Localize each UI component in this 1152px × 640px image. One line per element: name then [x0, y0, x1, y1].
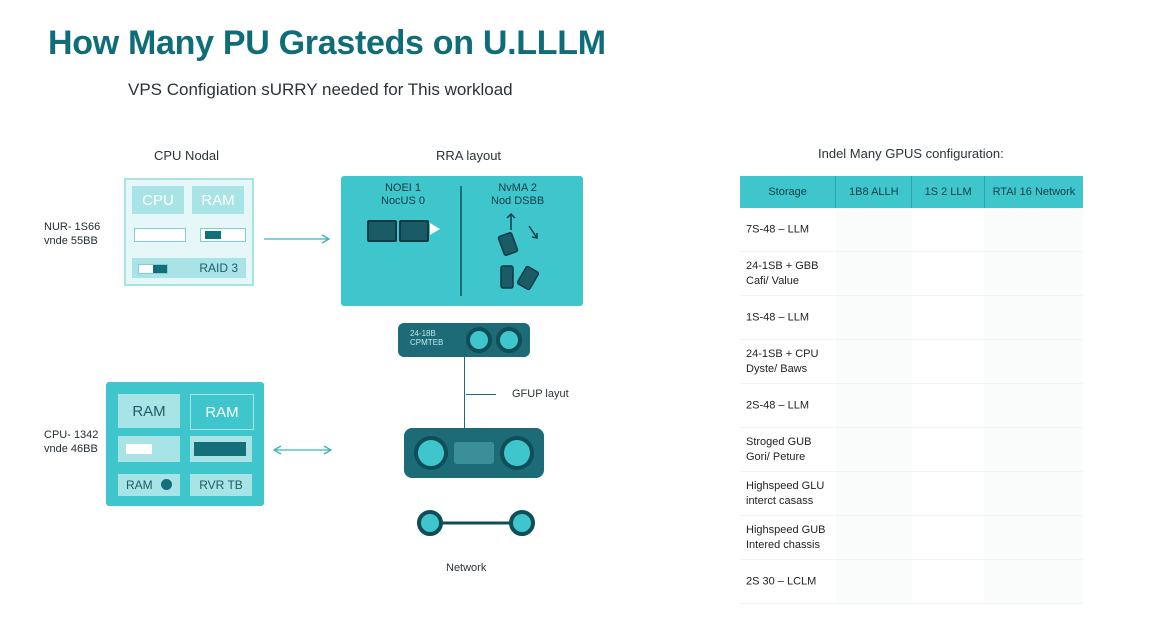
memory-slot	[200, 228, 246, 242]
cpu-node-side-label: NUR- 1S66 vnde 55BB	[44, 220, 100, 248]
network-label: Network	[446, 562, 487, 574]
table-cell-line: 24-1SB + GBB	[746, 259, 819, 272]
gpu-layout-label: GFUP layut	[512, 388, 569, 400]
table-cell-line: Highspeed GUB	[746, 523, 826, 536]
table-header-cell: 1B8 ALLH	[836, 176, 913, 208]
ram-node-side-label: CPU- 1342 vnde 46BB	[44, 428, 98, 456]
connector-line	[466, 394, 496, 395]
arrow-right-icon	[264, 234, 331, 244]
page-subtitle: VPS Configiаtion ѕURRY needed for This w…	[128, 80, 513, 99]
table-cell-line: 1S-48 – LLM	[746, 311, 809, 323]
memory-module	[399, 220, 429, 242]
cpu-node-diagram: CPU RAM RAID 3	[124, 178, 254, 286]
ram-chip: RAM	[118, 394, 180, 428]
gpu-fan-icon	[414, 436, 448, 470]
numa-label-line: NOEI 1	[384, 182, 422, 194]
table-cell-line: Dyste/ Baws	[746, 362, 808, 375]
cpu-node-caption: CPU Nodal	[154, 148, 220, 163]
table-row: 2S-48 – LLM	[740, 384, 1083, 428]
table-cell-line: 24-1SB + CPU	[746, 347, 819, 360]
gpu-fan-icon	[500, 436, 534, 470]
table-cell-line: Highspeed GLU	[746, 479, 825, 492]
play-arrow-icon	[430, 223, 440, 235]
gpu-module-label-line: CPMTEB	[410, 338, 444, 347]
table-row: 7S-48 – LLM	[740, 208, 1083, 252]
table-cell-line: 7S-48 – LLM	[746, 223, 809, 235]
numa-divider	[460, 186, 462, 296]
memory-module	[367, 220, 397, 242]
side-label-line: vnde 55BB	[44, 235, 98, 247]
table-row: 2S 30 – LCLM	[740, 560, 1083, 604]
ram-node-diagram: RAM RAM RAM RVR TB	[106, 382, 264, 506]
gpu-connectors-icon	[497, 212, 540, 291]
table-cell-line: Gori/ Peture	[746, 450, 806, 463]
table-cell: 1S-48 – LLM	[746, 310, 809, 325]
numa-node-right-label: NvMA 2 Nod DSBB	[491, 182, 544, 208]
table-cell: Stroged GUB Gori/ Peture	[746, 435, 811, 465]
side-label-line: NUR- 1S66	[44, 221, 101, 233]
table-title: Indel Many GPUS configuration:	[818, 146, 1004, 161]
table-cell: 2S 30 – LCLM	[746, 574, 816, 589]
numa-label-line: Nod DSBB	[491, 195, 545, 207]
cpu-chip: CPU	[132, 186, 184, 214]
gpu-module-top: 24-18B CPMTEB	[398, 323, 530, 357]
status-dot-icon	[161, 479, 172, 490]
table-cell-line: interct casass	[746, 494, 814, 507]
numa-label-line: NocUS 0	[381, 195, 426, 207]
table-header-row: Storage 1B8 ALLH 1S 2 LLM RTAI 16 Networ…	[740, 176, 1083, 208]
table-cell-line: 2S 30 – LCLM	[746, 575, 817, 587]
table-cell: Highspeed GLU interct casass	[746, 479, 824, 509]
table-header-cell: RTAI 16 Network	[984, 176, 1083, 208]
raid-slot	[138, 264, 168, 274]
table-row: 1S-48 – LLM	[740, 296, 1083, 340]
gpu-fan-icon	[466, 327, 492, 353]
page-title: How Many PU Grasteds on U.LLLM	[48, 24, 606, 62]
bidirectional-arrow-icon	[272, 445, 333, 455]
table-cell-line: Intered chassis	[746, 538, 820, 551]
memory-slot	[134, 228, 186, 242]
table-header-cell: 1S 2 LLM	[912, 176, 985, 208]
table-cell-line: 2S-48 – LLM	[746, 399, 809, 411]
gpu-config-table: Storage 1B8 ALLH 1S 2 LLM RTAI 16 Networ…	[740, 176, 1083, 604]
table-row: Highspeed GLU interct casass	[740, 472, 1083, 516]
raid-label: RAID 3	[199, 261, 238, 275]
gpu-module-label-line: 24-18B	[410, 329, 436, 338]
memory-slot	[190, 436, 252, 462]
network-link-icon	[417, 510, 535, 536]
table-cell-line: Cafi/ Value	[746, 274, 799, 287]
memory-slot	[118, 436, 180, 462]
table-cell: 24-1SB + GBB Cafi/ Value	[746, 259, 818, 289]
ram-chip: RAM	[190, 394, 254, 430]
connector-line	[464, 357, 465, 428]
table-cell: 24-1SB + CPU Dyste/ Baws	[746, 347, 818, 377]
table-row: Stroged GUB Gori/ Peture	[740, 428, 1083, 472]
table-row: 24-1SB + GBB Cafi/ Value	[740, 252, 1083, 296]
numa-label-line: NvMA 2	[498, 182, 537, 194]
gpu-module-label: 24-18B CPMTEB	[410, 329, 443, 347]
table-cell: Highspeed GUB Intered chassis	[746, 523, 826, 553]
ram-tag-label: RAM	[126, 478, 153, 492]
table-row: Highspeed GUB Intered chassis	[740, 516, 1083, 560]
gpu-die	[454, 442, 494, 464]
side-label-line: vnde 46BB	[44, 443, 98, 455]
gpu-card	[404, 428, 544, 478]
table-cell: 2S-48 – LLM	[746, 398, 809, 413]
ram-chip: RAM	[192, 186, 244, 214]
rvr-tag: RVR TB	[190, 474, 252, 496]
table-header-cell: Storage	[740, 176, 837, 208]
gpu-fan-icon	[496, 327, 522, 353]
table-body: 7S-48 – LLM 24-1SB + GBB Cafi/ Value 1S-48 …	[740, 208, 1083, 604]
table-row: 24-1SB + CPU Dyste/ Baws	[740, 340, 1083, 384]
numa-node-left-label: NOEI 1 NocUS 0	[381, 182, 425, 208]
side-label-line: CPU- 1342	[44, 429, 99, 441]
numa-panel: NOEI 1 NocUS 0 NvMA 2 Nod DSBB	[341, 176, 583, 306]
table-cell: 7S-48 – LLM	[746, 222, 809, 237]
numa-caption: RRA layout	[436, 148, 502, 163]
table-cell-line: Stroged GUB	[746, 435, 812, 448]
ram-tag: RAM	[118, 474, 180, 496]
